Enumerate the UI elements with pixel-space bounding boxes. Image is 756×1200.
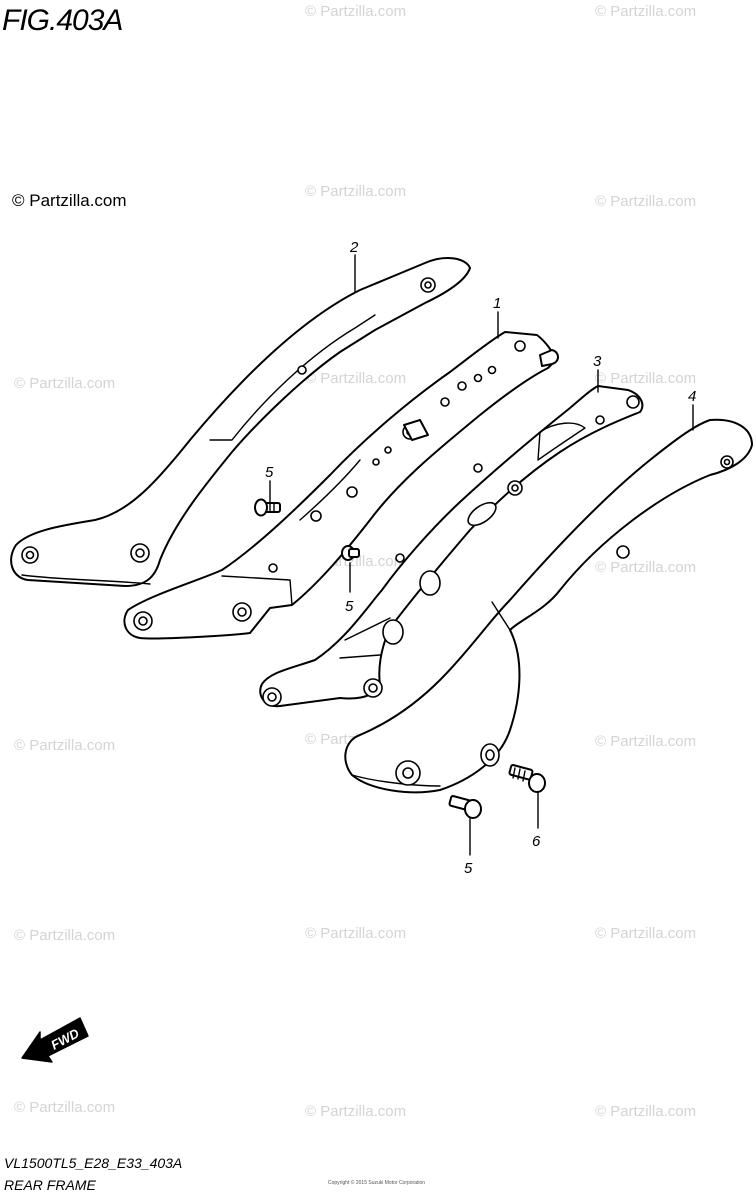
callout-4: 4 <box>688 388 696 405</box>
part-4-rear-frame-rail-right <box>344 418 753 794</box>
watermark: © Partzilla.com <box>595 1103 696 1120</box>
watermark: © Partzilla.com <box>14 375 115 392</box>
callout-5-upper: 5 <box>265 464 274 481</box>
watermark: © Partzilla.com <box>305 3 406 20</box>
watermark: © Partzilla.com <box>305 370 406 387</box>
watermark: © Partzilla.com <box>305 925 406 942</box>
part-3-rear-frame-bracket-right <box>259 385 644 708</box>
watermark: © Partzilla.com <box>14 737 115 754</box>
fineprint: Copyright © 2015 Suzuki Motor Corporatio… <box>328 1179 425 1186</box>
part-1-rear-frame-bracket-left <box>123 331 559 640</box>
bolt-5-upper <box>254 498 281 517</box>
figure-title: FIG.403A <box>2 4 122 37</box>
callout-1: 1 <box>493 295 501 312</box>
callout-5-middle: 5 <box>345 598 354 615</box>
diagram-code: VL1500TL5_E28_E33_403A <box>4 1155 182 1171</box>
watermark: © Partzilla.com <box>595 733 696 750</box>
bolt-6 <box>508 764 546 793</box>
watermark: © Partzilla.com <box>14 1099 115 1116</box>
fwd-arrow-icon: FWD <box>21 1017 89 1063</box>
copyright-notice: © Partzilla.com <box>12 191 127 210</box>
watermark: © Partzilla.com <box>595 370 696 387</box>
leader-lines <box>269 254 694 856</box>
watermark: © Partzilla.com <box>305 183 406 200</box>
bolt-5-middle <box>341 545 360 561</box>
callout-2: 2 <box>349 239 359 256</box>
callout-5-lower: 5 <box>464 860 473 877</box>
watermark: © Partzilla.com <box>595 559 696 576</box>
callout-6: 6 <box>532 833 541 850</box>
part-2-rear-frame-rail-left <box>10 256 471 587</box>
callout-3: 3 <box>593 353 602 370</box>
watermark: © Partzilla.com <box>305 1103 406 1120</box>
watermark: © Partzilla.com <box>595 193 696 210</box>
diagram-caption: REAR FRAME <box>4 1177 96 1193</box>
watermark: © Partzilla.com <box>595 3 696 20</box>
watermark: © Partzilla.com <box>595 925 696 942</box>
bolt-5-lower <box>448 795 482 819</box>
watermark: © Partzilla.com <box>14 927 115 944</box>
